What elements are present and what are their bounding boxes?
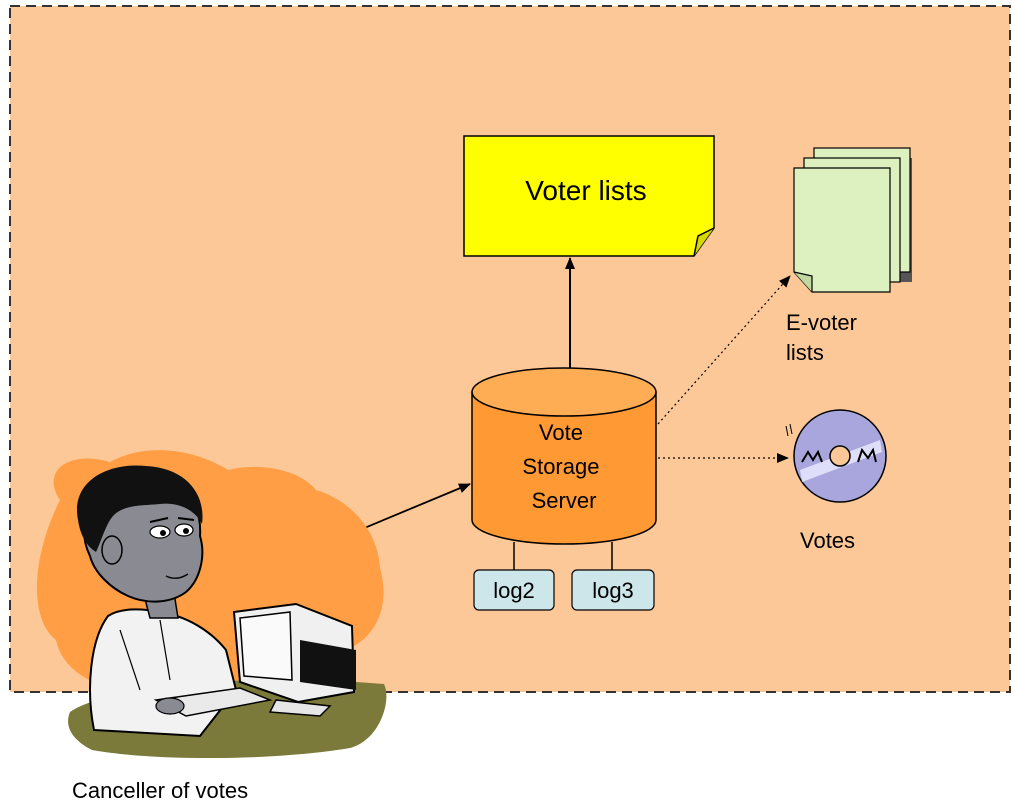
voter-lists-note: Voter lists [463,135,715,257]
vote-storage-server: Vote Storage Server [471,367,657,545]
log3-box [571,569,655,611]
canceller-label: Canceller of votes [72,778,248,803]
document-stack-icon [793,147,912,293]
person-at-computer-icon [36,450,387,759]
log3-label: log3 [592,578,634,603]
log2-label: log2 [493,578,535,603]
voter-lists-label: Voter lists [525,175,646,206]
votes-label: Votes [800,528,855,553]
evoter-lists-label: E-voter lists [786,310,863,365]
log2-box [473,569,555,611]
server-to-evoter-lists-arrow [657,275,791,425]
server-label: Vote Storage Server [522,420,605,513]
disc-icon [785,409,887,503]
